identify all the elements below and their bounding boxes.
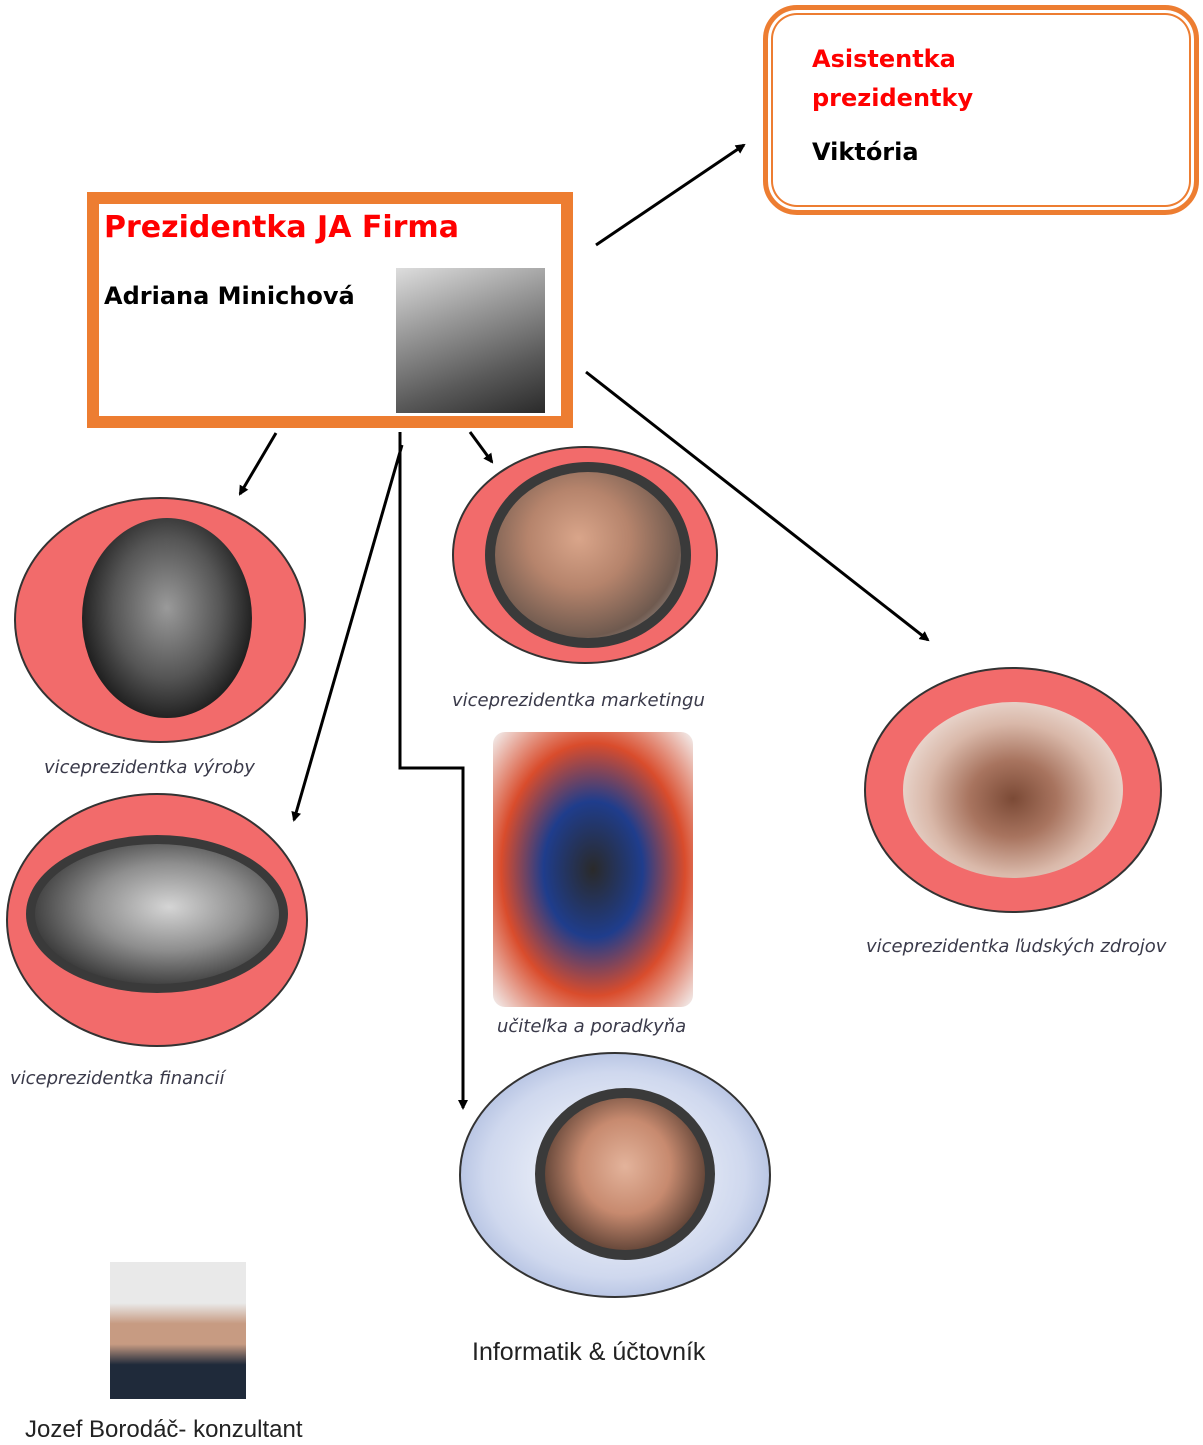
caption-production: viceprezidentka výroby [44, 757, 255, 778]
arrow-to-hr [585, 370, 930, 642]
assistant-title: Asistentka prezidentky [812, 45, 974, 112]
finance-photo [26, 835, 288, 993]
arrow-to-finance [291, 444, 404, 822]
caption-consultant: Jozef Borodáč- konzultant [25, 1416, 303, 1443]
production-photo [82, 518, 252, 718]
president-title: Prezidentka JA Firma [104, 210, 459, 245]
caption-teacher: učiteľka a poradkyňa [497, 1016, 687, 1037]
caption-finance: viceprezidentka financií [10, 1068, 225, 1089]
marketing-photo [485, 462, 691, 648]
arrow-to-production [238, 432, 278, 496]
president-photo [396, 268, 545, 413]
caption-it: Informatik & účtovník [472, 1338, 706, 1366]
teacher-photo [493, 732, 693, 1007]
arrow-to-marketing [468, 431, 494, 464]
caption-hr: viceprezidentka ľudských zdrojov [866, 936, 1167, 957]
assistant-name: Viktória [812, 138, 919, 166]
assistant-box [763, 5, 1199, 215]
president-name: Adriana Minichová [104, 282, 355, 310]
caption-marketing: viceprezidentka marketingu [452, 690, 705, 711]
arrow-to-it [398, 432, 468, 1110]
hr-photo [903, 702, 1123, 878]
it-photo [535, 1088, 715, 1260]
arrow-to-assistant [595, 143, 746, 247]
consultant-photo [110, 1262, 246, 1399]
